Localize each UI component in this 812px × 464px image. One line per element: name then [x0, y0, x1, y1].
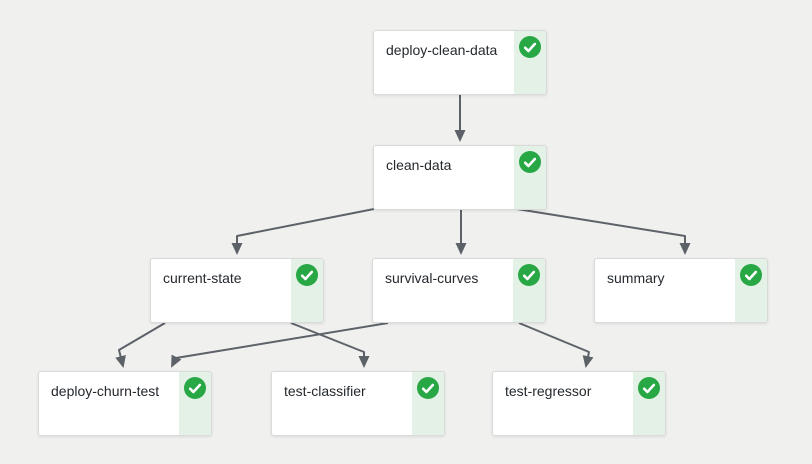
- node-deploy-clean-data[interactable]: deploy-clean-data: [373, 30, 547, 95]
- node-label: current-state: [163, 270, 242, 286]
- node-label: test-classifier: [284, 383, 366, 399]
- status-strip: [735, 259, 767, 322]
- status-strip: [633, 372, 665, 435]
- check-circle-icon: [518, 264, 540, 286]
- node-clean-data[interactable]: clean-data: [373, 145, 547, 210]
- node-current-state[interactable]: current-state: [150, 258, 324, 323]
- node-label: test-regressor: [505, 383, 592, 399]
- node-label: summary: [607, 270, 665, 286]
- status-strip: [412, 372, 444, 435]
- edge-current-state-to-deploy-churn-test: [115, 322, 166, 368]
- check-circle-icon: [296, 264, 318, 286]
- edge-clean-data-to-current-state: [231, 208, 375, 255]
- node-summary[interactable]: summary: [594, 258, 768, 323]
- check-circle-icon: [519, 36, 541, 58]
- node-test-regressor[interactable]: test-regressor: [492, 371, 666, 436]
- check-circle-icon: [740, 264, 762, 286]
- node-label: deploy-clean-data: [386, 42, 498, 58]
- edge-survival-curves-to-test-regressor: [518, 322, 594, 368]
- check-circle-icon: [519, 151, 541, 173]
- node-deploy-churn-test[interactable]: deploy-churn-test: [38, 371, 212, 436]
- status-strip: [291, 259, 323, 322]
- node-label: deploy-churn-test: [51, 383, 160, 399]
- node-label: survival-curves: [385, 270, 479, 286]
- status-strip: [514, 146, 546, 209]
- node-label: clean-data: [386, 157, 452, 173]
- node-survival-curves[interactable]: survival-curves: [372, 258, 546, 323]
- check-circle-icon: [184, 377, 206, 399]
- status-strip: [179, 372, 211, 435]
- edge-clean-data-to-summary: [516, 208, 691, 255]
- check-circle-icon: [638, 377, 660, 399]
- check-circle-icon: [417, 377, 439, 399]
- status-strip: [513, 259, 545, 322]
- edge-current-state-to-test-classifier: [290, 322, 370, 368]
- node-test-classifier[interactable]: test-classifier: [271, 371, 445, 436]
- edge-survival-curves-to-deploy-churn-test: [171, 322, 389, 368]
- status-strip: [514, 31, 546, 94]
